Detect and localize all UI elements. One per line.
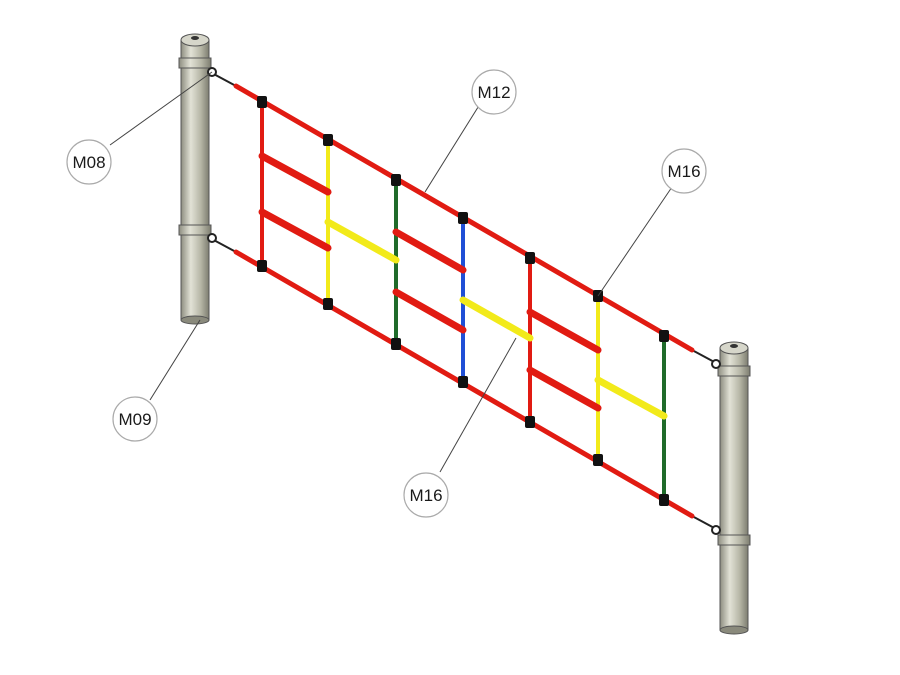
left-post [178, 33, 212, 325]
callout-m16-lower: M16 [403, 472, 449, 518]
callout-m09: M09 [112, 396, 158, 442]
callout-m12: M12 [471, 69, 517, 115]
callout-m16-upper-label: M16 [667, 162, 700, 181]
callout-m16-upper: M16 [661, 148, 707, 194]
callout-m16-lower-label: M16 [409, 486, 442, 505]
callout-m12-label: M12 [477, 83, 510, 102]
connectors [257, 96, 669, 506]
leader-lines [109, 71, 673, 473]
callout-m08: M08 [66, 139, 112, 185]
right-post [717, 341, 751, 635]
callout-m09-label: M09 [118, 410, 151, 429]
callout-m08-label: M08 [72, 153, 105, 172]
cross-pieces [258, 152, 668, 420]
